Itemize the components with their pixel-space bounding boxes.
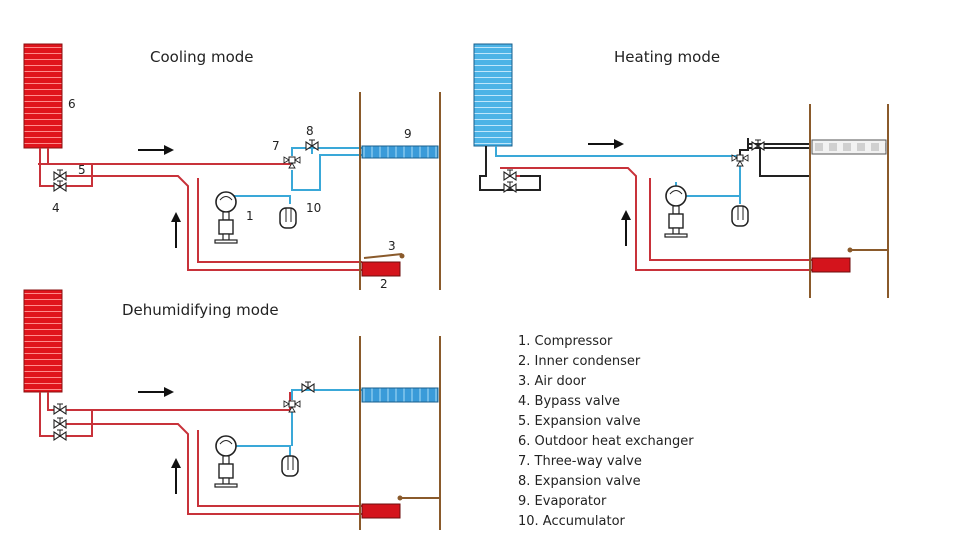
cooling-mode-panel: Cooling mode 6 1	[23, 43, 441, 291]
outdoor-heat-exchanger	[473, 43, 513, 147]
airflow-arrow-icon	[137, 144, 175, 156]
accumulator-icon	[281, 455, 299, 477]
label-7: 7	[272, 139, 280, 153]
air-door-hinge-icon	[847, 247, 853, 253]
legend-item: 4. Bypass valve	[518, 394, 620, 409]
heating-mode-title: Heating mode	[614, 48, 720, 66]
airflow-arrow-icon	[587, 138, 625, 150]
cooling-mode-title: Cooling mode	[150, 48, 254, 66]
evaporator	[361, 387, 439, 403]
bypass-valve-icon	[53, 429, 67, 441]
compressor-icon	[664, 185, 688, 238]
dehumidifying-mode-panel: Dehumidifying mode	[23, 289, 441, 530]
bypass-valve-icon	[53, 169, 67, 181]
bypass-valve-icon	[53, 180, 67, 192]
legend: 1. Compressor 2. Inner condenser 3. Air …	[518, 334, 694, 529]
air-door	[363, 253, 403, 259]
label-4: 4	[52, 201, 60, 215]
compressor-icon	[214, 435, 238, 488]
label-2: 2	[380, 277, 388, 291]
outdoor-heat-exchanger	[23, 43, 63, 149]
air-door-hinge-icon	[397, 495, 403, 501]
label-1: 1	[246, 209, 254, 223]
refrigerant-lines-hot	[38, 148, 362, 271]
refrigerant-lines-hot	[39, 392, 362, 515]
label-10: 10	[306, 201, 321, 215]
legend-item: 1. Compressor	[518, 334, 613, 349]
label-5: 5	[78, 163, 86, 177]
inner-condenser	[361, 261, 401, 277]
legend-item: 10. Accumulator	[518, 514, 626, 529]
inner-condenser	[811, 257, 851, 273]
inner-condenser	[361, 503, 401, 519]
accumulator-icon	[731, 205, 749, 227]
bypass-valve-icon	[503, 169, 517, 181]
label-8: 8	[306, 124, 314, 138]
outdoor-heat-exchanger	[23, 289, 63, 393]
legend-item: 2. Inner condenser	[518, 354, 641, 369]
label-9: 9	[404, 127, 412, 141]
refrigerant-lines-cold	[231, 147, 362, 204]
legend-item: 3. Air door	[518, 374, 587, 389]
legend-item: 6. Outdoor heat exchanger	[518, 434, 694, 449]
refrigerant-lines-dark	[479, 138, 810, 191]
airflow-arrow-icon	[620, 209, 632, 247]
airflow-arrow-icon	[170, 211, 182, 249]
legend-item: 9. Evaporator	[518, 494, 607, 509]
three-way-valve-icon	[283, 156, 301, 169]
dehumidifying-mode-title: Dehumidifying mode	[122, 301, 279, 319]
three-way-valve-icon	[731, 154, 749, 167]
airflow-arrow-icon	[170, 457, 182, 495]
refrigerant-lines-hot	[500, 167, 812, 271]
bypass-valve-icon	[53, 417, 67, 429]
label-3: 3	[388, 239, 396, 253]
accumulator-icon	[279, 207, 297, 229]
compressor-icon	[214, 191, 238, 244]
refrigerant-lines-cold	[236, 389, 362, 456]
evaporator	[361, 145, 439, 159]
airflow-arrow-icon	[137, 386, 175, 398]
air-door-hinge-icon	[399, 253, 405, 259]
expansion-valve-icon	[53, 403, 67, 415]
label-6: 6	[68, 97, 76, 111]
legend-item: 5. Expansion valve	[518, 414, 641, 429]
heating-mode-panel: Heating mode	[473, 43, 889, 298]
evaporator	[811, 139, 887, 155]
legend-item: 7. Three-way valve	[518, 454, 642, 469]
legend-item: 8. Expansion valve	[518, 474, 641, 489]
